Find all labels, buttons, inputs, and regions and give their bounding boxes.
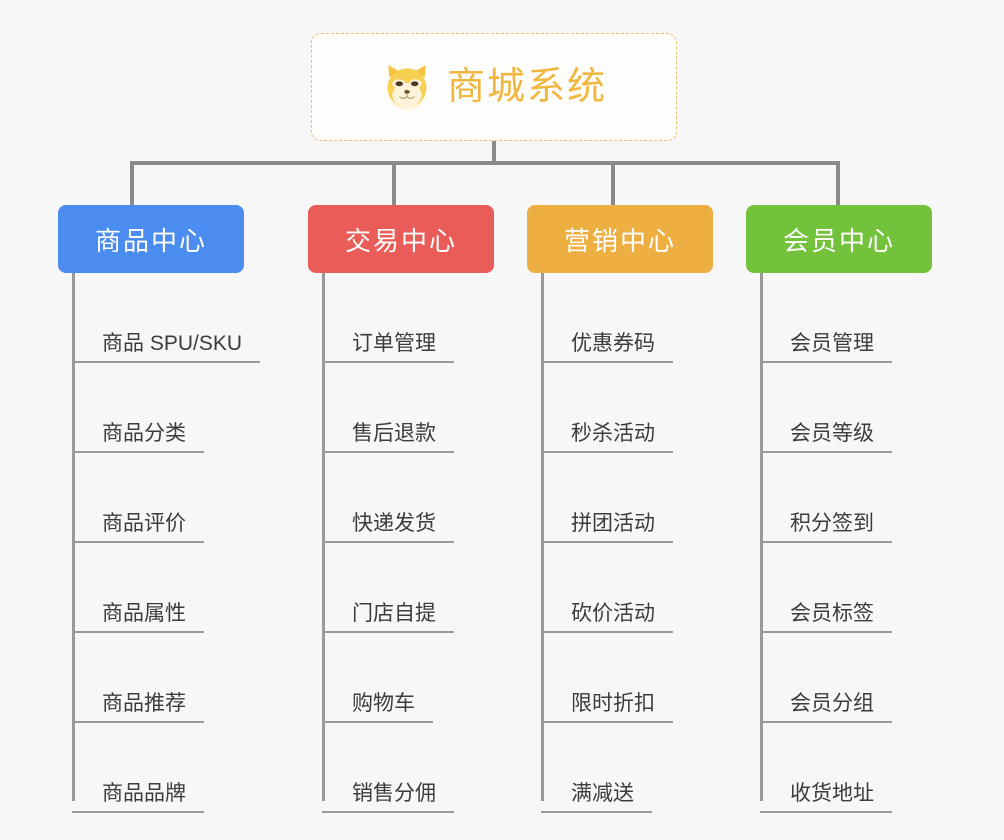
leaf-item[interactable]: 会员等级 xyxy=(760,363,892,453)
leaf-item[interactable]: 售后退款 xyxy=(322,363,454,453)
leaf-item[interactable]: 商品推荐 xyxy=(72,633,260,723)
leaf-label: 购物车 xyxy=(352,691,415,715)
leaf-label: 收货地址 xyxy=(790,781,874,805)
leaf-label: 售后退款 xyxy=(352,421,436,445)
branch-column-product-center: 商品中心 商品 SPU/SKU 商品分类 商品评价 商品属性 商品推荐 商品品牌 xyxy=(58,205,261,813)
leaf-label: 拼团活动 xyxy=(571,511,655,535)
branch-header-trade-center[interactable]: 交易中心 xyxy=(308,205,494,273)
leaf-label: 会员分组 xyxy=(790,691,874,715)
branch-spine xyxy=(322,273,325,801)
leaf-item[interactable]: 订单管理 xyxy=(322,273,454,363)
leaf-item[interactable]: 积分签到 xyxy=(760,453,892,543)
leaf-label: 优惠券码 xyxy=(571,331,655,355)
leaf-item[interactable]: 快递发货 xyxy=(322,453,454,543)
leaf-item[interactable]: 购物车 xyxy=(322,633,454,723)
leaf-item[interactable]: 会员标签 xyxy=(760,543,892,633)
root-node-shop-system[interactable]: 商城系统 xyxy=(311,33,677,141)
leaf-label: 商品品牌 xyxy=(102,781,186,805)
leaf-item[interactable]: 商品品牌 xyxy=(72,723,260,813)
branch-column-marketing-center: 营销中心 优惠券码 秒杀活动 拼团活动 砍价活动 限时折扣 满减送 xyxy=(527,205,713,813)
leaf-label: 会员标签 xyxy=(790,601,874,625)
leaf-item[interactable]: 砍价活动 xyxy=(541,543,673,633)
leaf-item[interactable]: 秒杀活动 xyxy=(541,363,673,453)
branch-header-product-center[interactable]: 商品中心 xyxy=(58,205,244,273)
leaf-item[interactable]: 销售分佣 xyxy=(322,723,454,813)
branch-header-label: 会员中心 xyxy=(782,225,895,256)
leaf-item[interactable]: 商品 SPU/SKU xyxy=(72,273,261,363)
leaf-item[interactable]: 会员管理 xyxy=(760,273,892,363)
branch-header-label: 营销中心 xyxy=(563,225,676,256)
branch-spine xyxy=(72,273,75,801)
leaf-item[interactable]: 限时折扣 xyxy=(541,633,673,723)
leaf-label: 会员管理 xyxy=(790,331,874,355)
leaf-label: 门店自提 xyxy=(352,601,436,625)
leaf-label: 限时折扣 xyxy=(571,691,655,715)
leaf-list-trade-center: 订单管理 售后退款 快递发货 门店自提 购物车 销售分佣 xyxy=(322,273,454,813)
leaf-item[interactable]: 商品分类 xyxy=(72,363,260,453)
leaf-item[interactable]: 拼团活动 xyxy=(541,453,673,543)
branch-column-member-center: 会员中心 会员管理 会员等级 积分签到 会员标签 会员分组 收货地址 xyxy=(746,205,932,813)
connector-drop-branch-4 xyxy=(836,161,840,207)
leaf-label: 会员等级 xyxy=(790,421,874,445)
leaf-item[interactable]: 收货地址 xyxy=(760,723,892,813)
leaf-label: 销售分佣 xyxy=(352,781,436,805)
leaf-item[interactable]: 门店自提 xyxy=(322,543,454,633)
leaf-item[interactable]: 商品评价 xyxy=(72,453,260,543)
leaf-label: 快递发货 xyxy=(352,511,436,535)
connector-horizontal-bar xyxy=(132,161,838,165)
leaf-label: 订单管理 xyxy=(352,331,436,355)
leaf-list-product-center: 商品 SPU/SKU 商品分类 商品评价 商品属性 商品推荐 商品品牌 xyxy=(72,273,261,813)
leaf-label: 商品 SPU/SKU xyxy=(102,331,243,355)
connector-drop-branch-1 xyxy=(130,161,134,207)
connector-drop-branch-3 xyxy=(611,161,615,207)
leaf-label: 秒杀活动 xyxy=(571,421,655,445)
leaf-list-marketing-center: 优惠券码 秒杀活动 拼团活动 砍价活动 限时折扣 满减送 xyxy=(541,273,673,813)
branch-column-trade-center: 交易中心 订单管理 售后退款 快递发货 门店自提 购物车 销售分佣 xyxy=(308,205,494,813)
connector-drop-branch-2 xyxy=(392,161,396,207)
leaf-label: 满减送 xyxy=(571,781,634,805)
branch-header-label: 商品中心 xyxy=(94,225,207,256)
branch-spine xyxy=(541,273,544,801)
leaf-item[interactable]: 满减送 xyxy=(541,723,673,813)
leaf-list-member-center: 会员管理 会员等级 积分签到 会员标签 会员分组 收货地址 xyxy=(760,273,892,813)
root-node-title: 商城系统 xyxy=(446,66,607,108)
leaf-item[interactable]: 优惠券码 xyxy=(541,273,673,363)
branch-header-label: 交易中心 xyxy=(344,225,457,256)
leaf-item[interactable]: 会员分组 xyxy=(760,633,892,723)
leaf-label: 商品推荐 xyxy=(102,691,186,715)
leaf-label: 商品分类 xyxy=(102,421,186,445)
leaf-label: 商品属性 xyxy=(102,601,186,625)
leaf-label: 砍价活动 xyxy=(571,601,655,625)
branch-spine xyxy=(760,273,763,801)
branch-header-member-center[interactable]: 会员中心 xyxy=(746,205,932,273)
leaf-label: 商品评价 xyxy=(102,511,186,535)
connector-root-stem xyxy=(492,141,496,165)
shiba-dog-face-icon xyxy=(387,65,427,110)
leaf-label: 积分签到 xyxy=(790,511,874,535)
branch-header-marketing-center[interactable]: 营销中心 xyxy=(527,205,713,273)
leaf-item[interactable]: 商品属性 xyxy=(72,543,260,633)
